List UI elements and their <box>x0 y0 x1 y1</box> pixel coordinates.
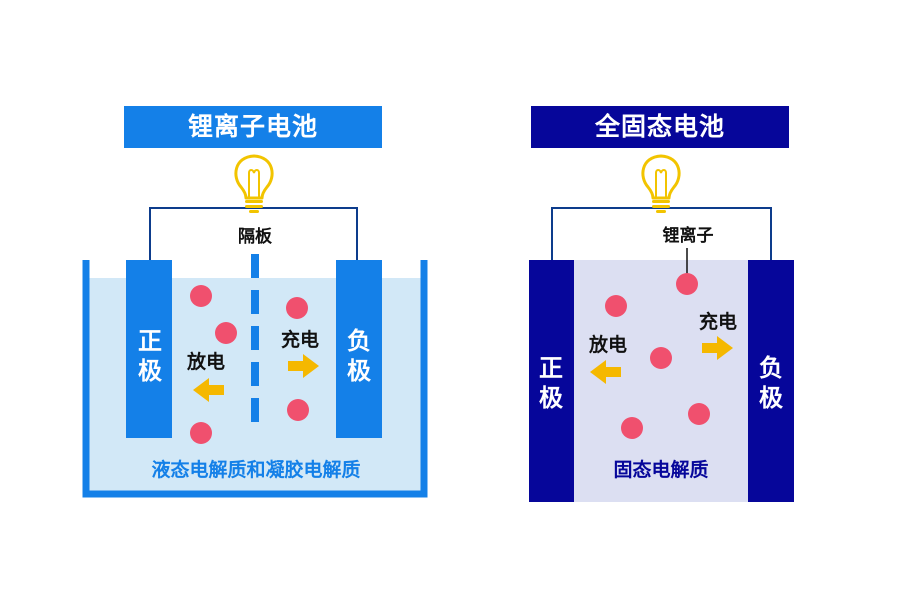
lithium-ion <box>215 322 237 344</box>
solid-wire <box>551 207 772 260</box>
lithium-ion <box>286 297 308 319</box>
solid-positive-electrode <box>529 260 574 502</box>
solid-negative-electrode <box>748 260 794 502</box>
solid-ion-label: 锂离子 <box>663 225 714 246</box>
liion-title: 锂离子电池 <box>124 106 382 148</box>
lithium-ion <box>190 285 212 307</box>
solid-title: 全固态电池 <box>531 106 789 148</box>
lithium-ion <box>287 399 309 421</box>
solid-battery: 锂离子 正极 负极 放电 充电 固态电解质 <box>529 154 794 502</box>
liion-positive-label: 正极 <box>138 327 162 385</box>
charge-arrow-icon <box>702 336 733 360</box>
liion-battery: 隔板 正极 负极 放电 充电 液态电解质和凝胶电解质 <box>82 154 428 498</box>
lightbulb-icon <box>234 154 274 215</box>
liion-charge-label: 充电 <box>281 328 319 351</box>
liion-negative-electrode <box>336 260 382 438</box>
discharge-arrow-icon <box>590 360 621 384</box>
liion-negative-label: 负极 <box>347 327 371 385</box>
lithium-ion <box>605 295 627 317</box>
liion-container <box>82 260 428 498</box>
liion-positive-electrode <box>126 260 172 438</box>
solid-electrolyte-label: 固态电解质 <box>613 458 708 481</box>
lithium-ion <box>621 417 643 439</box>
charge-arrow-icon <box>288 354 319 378</box>
lithium-ion <box>650 347 672 369</box>
discharge-arrow-icon <box>193 378 224 402</box>
solid-positive-label: 正极 <box>539 354 563 412</box>
solid-charge-label: 充电 <box>699 310 737 333</box>
lithium-ion <box>676 273 698 295</box>
solid-discharge-label: 放电 <box>588 333 627 356</box>
solid-negative-label: 负极 <box>759 354 783 412</box>
liion-separator-label: 隔板 <box>238 226 273 247</box>
liion-discharge-label: 放电 <box>186 350 225 373</box>
lightbulb-icon <box>641 154 681 215</box>
lithium-ion <box>190 422 212 444</box>
lithium-ion <box>688 403 710 425</box>
liion-electrolyte-label: 液态电解质和凝胶电解质 <box>151 458 360 481</box>
